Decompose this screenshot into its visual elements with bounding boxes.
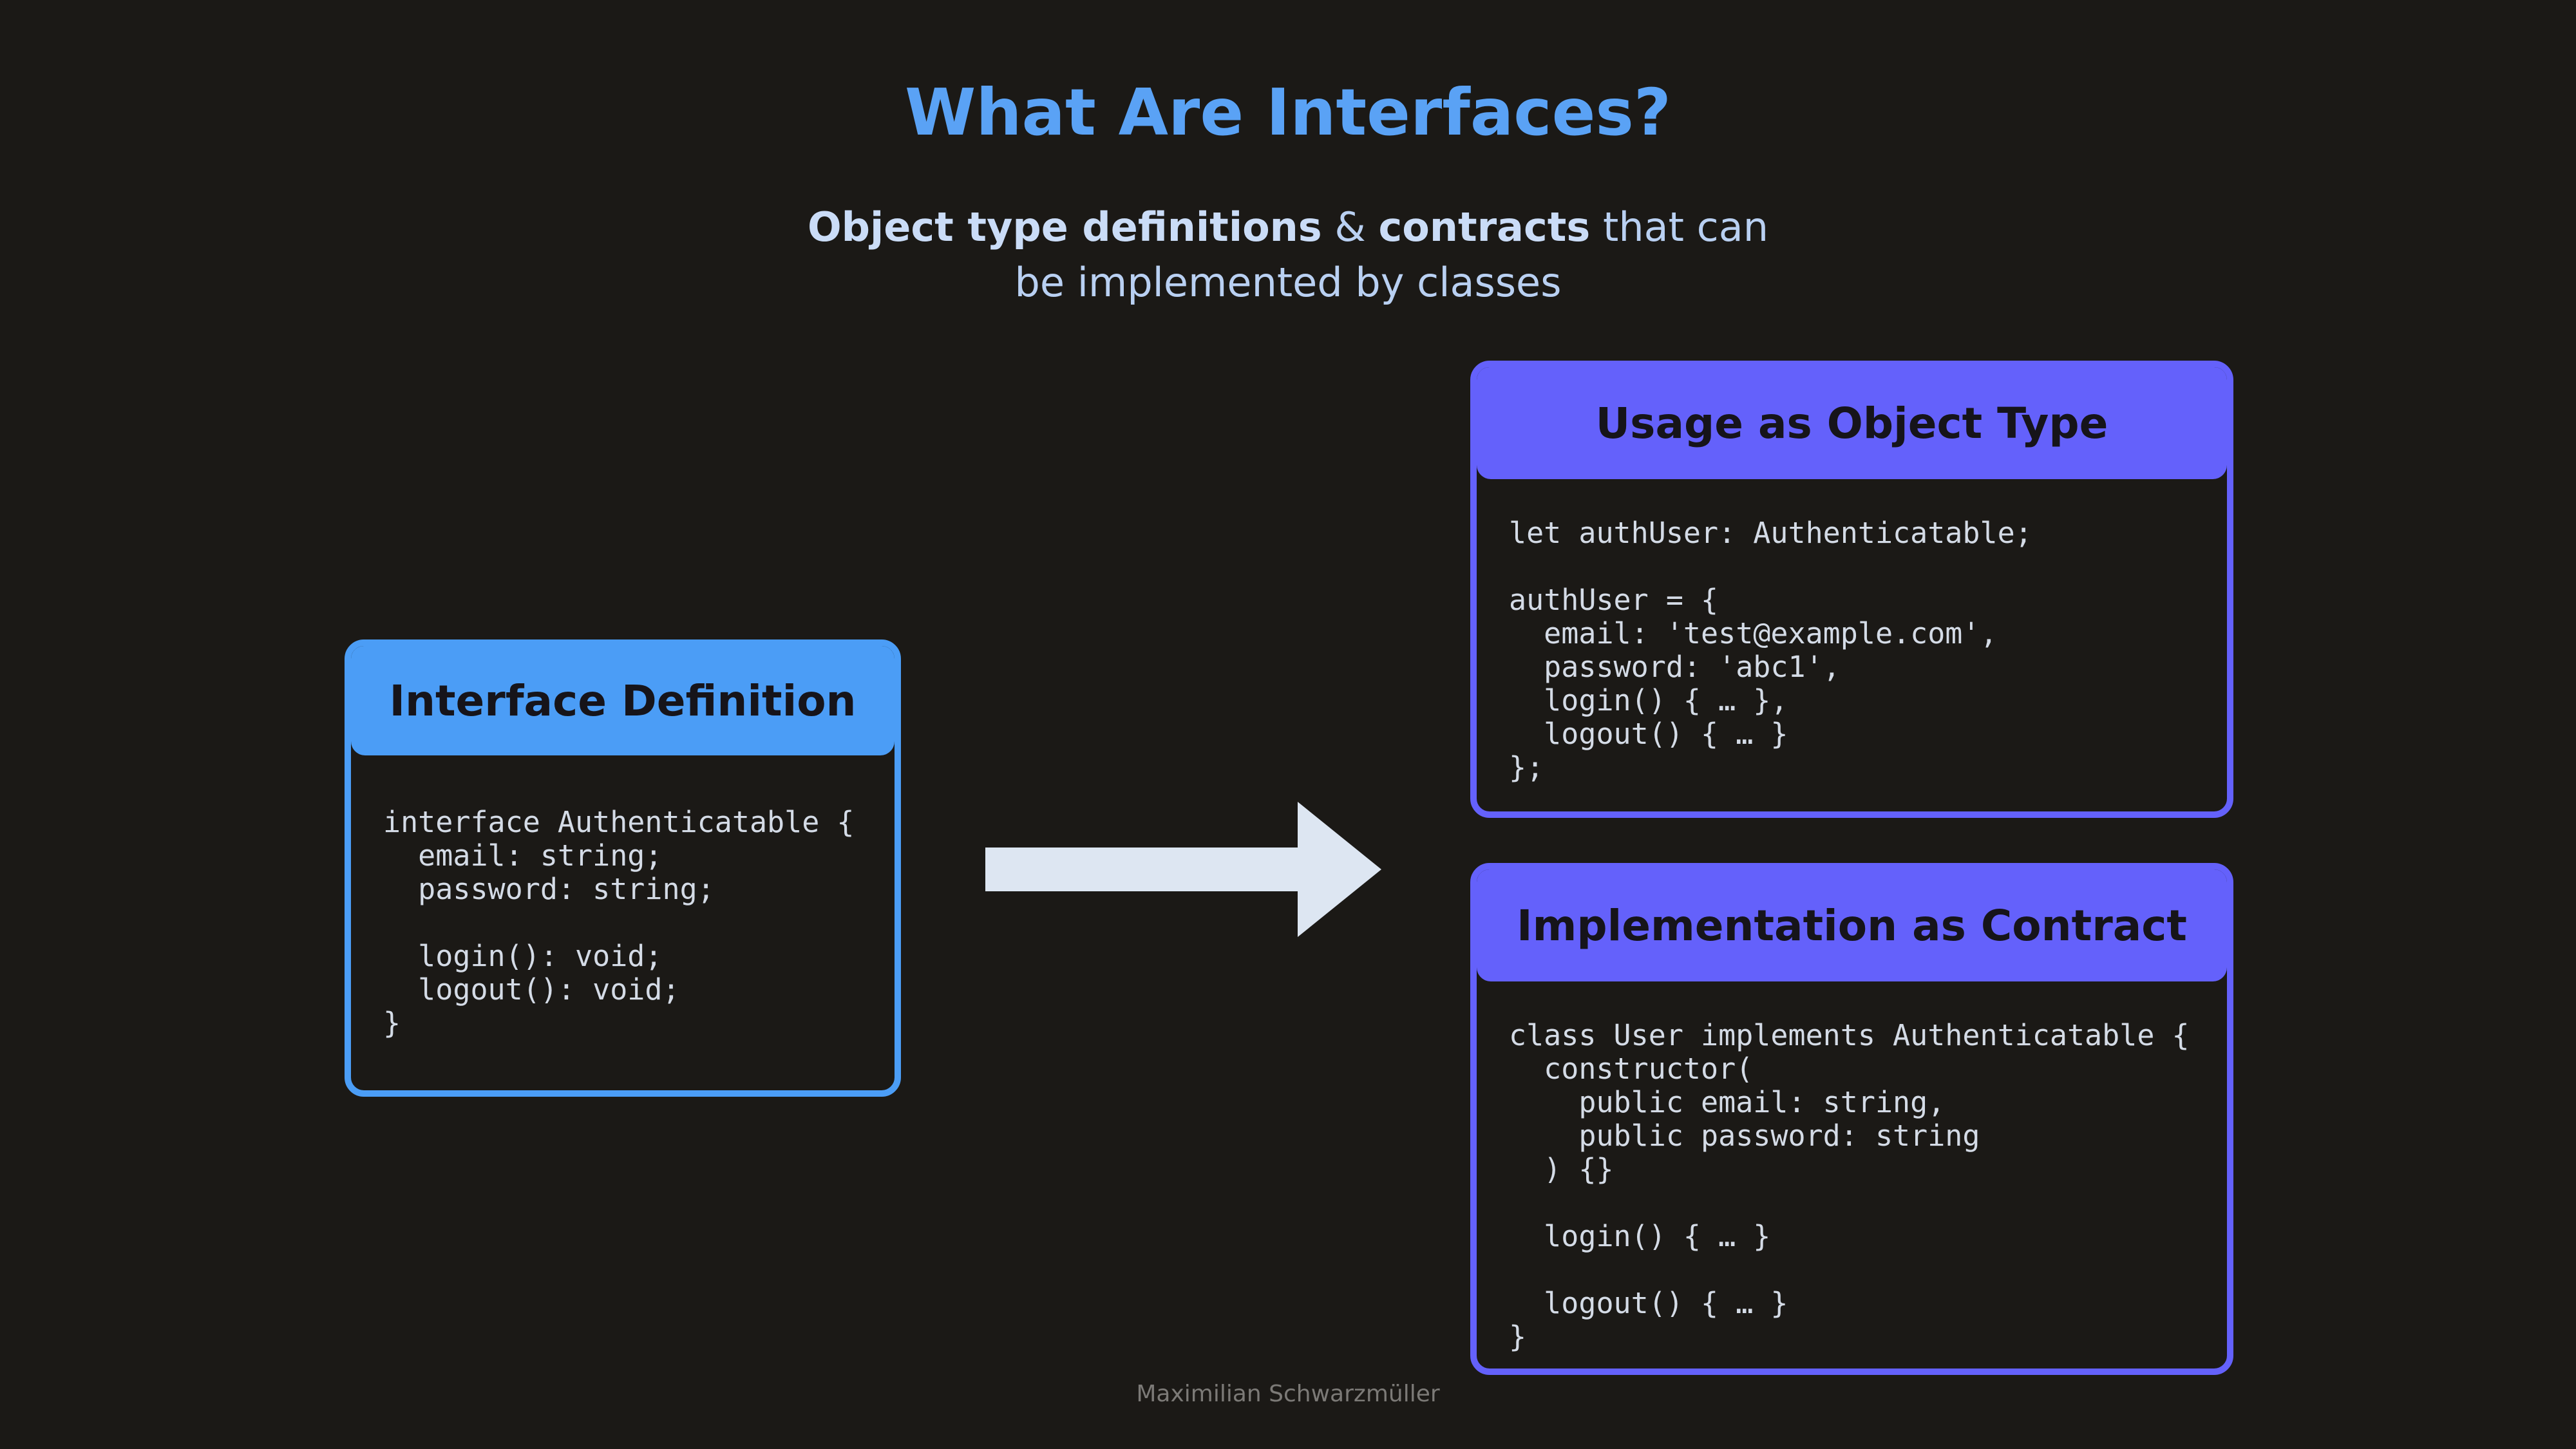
subtitle-bold-contracts: contracts <box>1378 204 1591 251</box>
subtitle-bold-type-definitions: Object type definitions <box>807 204 1322 251</box>
implementation-contract-card: Implementation as Contract class User im… <box>1470 863 2233 1375</box>
interface-definition-card: Interface Definition interface Authentic… <box>345 639 901 1097</box>
subtitle-ampersand: & <box>1321 204 1379 251</box>
subtitle-text-1: that can <box>1590 204 1769 251</box>
usage-object-type-code: let authUser: Authenticatable; authUser … <box>1509 516 2032 784</box>
slide-title: What Are Interfaces? <box>905 75 1671 150</box>
usage-object-type-card: Usage as Object Type let authUser: Authe… <box>1470 361 2233 818</box>
implementation-contract-header: Implementation as Contract <box>1477 869 2227 981</box>
interface-definition-header: Interface Definition <box>351 646 895 755</box>
interface-definition-code: interface Authenticatable { email: strin… <box>383 805 855 1040</box>
usage-object-type-header: Usage as Object Type <box>1477 367 2227 479</box>
subtitle-text-2: be implemented by classes <box>1014 259 1562 306</box>
right-arrow-icon <box>985 802 1381 937</box>
slide-subtitle: Object type definitions & contracts that… <box>773 200 1803 310</box>
author-footer: Maximilian Schwarzmüller <box>1136 1381 1440 1407</box>
implementation-contract-code: class User implements Authenticatable { … <box>1509 1018 2190 1354</box>
